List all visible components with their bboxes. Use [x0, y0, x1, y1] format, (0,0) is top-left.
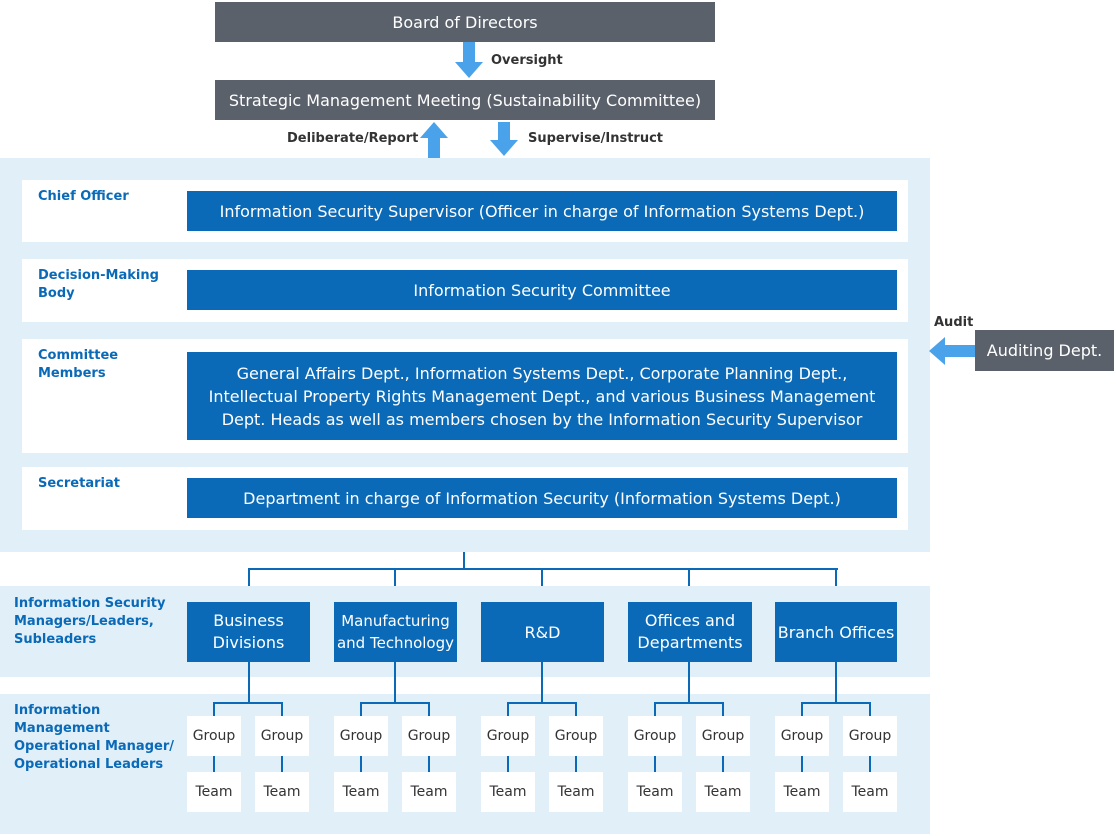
connector-line: [281, 756, 283, 772]
oversight-arrow-icon: [455, 42, 483, 78]
division-r-and-d: R&D: [481, 602, 604, 662]
division-branch-offices: Branch Offices: [775, 602, 897, 662]
managers-label: Information Security Managers/Leaders, S…: [14, 596, 166, 647]
committee-members-label: Committee Members: [38, 348, 119, 381]
connector-line: [654, 702, 724, 704]
connector-line: [835, 568, 837, 602]
chief-officer-label: Chief Officer: [38, 189, 129, 204]
group-box: Group: [402, 716, 456, 756]
connector-line: [688, 662, 690, 703]
supervise-down-arrow-icon: [490, 122, 518, 156]
connector-line: [507, 756, 509, 772]
team-box: Team: [187, 772, 241, 812]
connector-line: [869, 702, 871, 716]
connector-line: [801, 756, 803, 772]
connector-line: [394, 662, 396, 703]
group-box: Group: [775, 716, 829, 756]
board-of-directors-label: Board of Directors: [392, 12, 538, 32]
connector-line: [507, 702, 509, 716]
team-box: Team: [775, 772, 829, 812]
information-security-committee-box: Information Security Committee: [187, 270, 897, 310]
strategic-management-meeting-label: Strategic Management Meeting (Sustainabi…: [228, 90, 702, 110]
connector-line: [801, 702, 871, 704]
supervise-instruct-label: Supervise/Instruct: [528, 131, 664, 146]
connector-line: [541, 662, 543, 703]
group-box: Group: [628, 716, 682, 756]
deliberate-up-arrow-icon: [420, 122, 448, 159]
connector-line: [428, 702, 430, 716]
secretariat-label: Secretariat: [38, 476, 120, 491]
connector-line: [575, 756, 577, 772]
connector-line: [428, 756, 430, 772]
group-box: Group: [255, 716, 309, 756]
auditing-dept-label: Auditing Dept.: [986, 341, 1103, 360]
connector-line: [722, 756, 724, 772]
information-security-committee-label: Information Security Committee: [413, 280, 671, 300]
group-box: Group: [696, 716, 750, 756]
connector-line: [248, 568, 838, 570]
team-box: Team: [628, 772, 682, 812]
auditing-dept-box: Auditing Dept.: [975, 330, 1114, 371]
secretariat-box-label: Department in charge of Information Secu…: [243, 488, 841, 508]
team-box: Team: [255, 772, 309, 812]
division-label: R&D: [524, 622, 561, 642]
connector-line: [213, 702, 283, 704]
team-box: Team: [696, 772, 750, 812]
connector-line: [835, 662, 837, 703]
team-box: Team: [402, 772, 456, 812]
connector-line: [360, 702, 362, 716]
group-box: Group: [334, 716, 388, 756]
group-box: Group: [843, 716, 897, 756]
deliberate-report-label: Deliberate/Report: [287, 131, 419, 146]
connector-line: [801, 702, 803, 716]
team-box: Team: [481, 772, 535, 812]
oversight-label: Oversight: [491, 53, 563, 68]
connector-line: [213, 756, 215, 772]
information-security-supervisor-box: Information Security Supervisor (Officer…: [187, 191, 897, 231]
connector-line: [394, 568, 396, 602]
connector-line: [213, 702, 215, 716]
group-box: Group: [187, 716, 241, 756]
information-security-supervisor-label: Information Security Supervisor (Officer…: [219, 201, 865, 221]
audit-label: Audit: [934, 315, 974, 330]
division-label: Offices and Departments: [637, 611, 743, 652]
connector-line: [869, 756, 871, 772]
connector-line: [654, 756, 656, 772]
operational-label: Information Management Operational Manag…: [14, 703, 174, 772]
team-box: Team: [843, 772, 897, 812]
group-box: Group: [481, 716, 535, 756]
division-business-divisions: Business Divisions: [187, 602, 310, 662]
connector-line: [248, 662, 250, 703]
audit-left-arrow-icon: [929, 337, 975, 365]
connector-line: [507, 702, 577, 704]
connector-line: [575, 702, 577, 716]
committee-members-text: General Affairs Dept., Information Syste…: [208, 363, 876, 429]
committee-members-box: General Affairs Dept., Information Syste…: [187, 352, 897, 440]
connector-line: [463, 552, 465, 569]
division-offices-and-departments: Offices and Departments: [628, 602, 752, 662]
division-manufacturing-and-technology: Manufacturing and Technology: [334, 602, 457, 662]
board-of-directors-box: Board of Directors: [215, 2, 715, 42]
group-box: Group: [549, 716, 603, 756]
connector-line: [360, 702, 430, 704]
connector-line: [248, 568, 250, 602]
decision-making-label: Decision-Making Body: [38, 268, 159, 301]
strategic-management-meeting-box: Strategic Management Meeting (Sustainabi…: [215, 80, 715, 120]
division-label: Manufacturing and Technology: [336, 612, 454, 652]
connector-line: [722, 702, 724, 716]
connector-line: [360, 756, 362, 772]
connector-line: [688, 568, 690, 602]
division-label: Business Divisions: [212, 611, 285, 652]
connector-line: [281, 702, 283, 716]
division-label: Branch Offices: [777, 622, 895, 642]
secretariat-box: Department in charge of Information Secu…: [187, 478, 897, 518]
connector-line: [541, 568, 543, 602]
team-box: Team: [334, 772, 388, 812]
team-box: Team: [549, 772, 603, 812]
connector-line: [654, 702, 656, 716]
